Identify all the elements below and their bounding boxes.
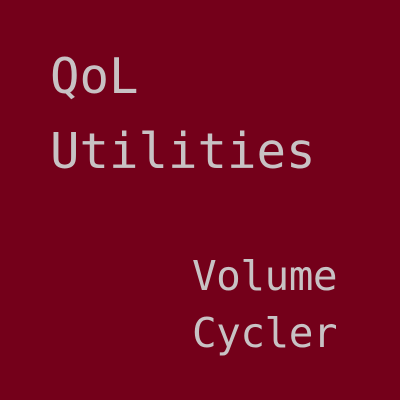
subtitle-line-1: Volume (192, 252, 338, 300)
subtitle-line-2: Cycler (192, 309, 338, 357)
title-line-2: Utilities (50, 123, 316, 180)
title-line-1: QoL (50, 48, 139, 105)
